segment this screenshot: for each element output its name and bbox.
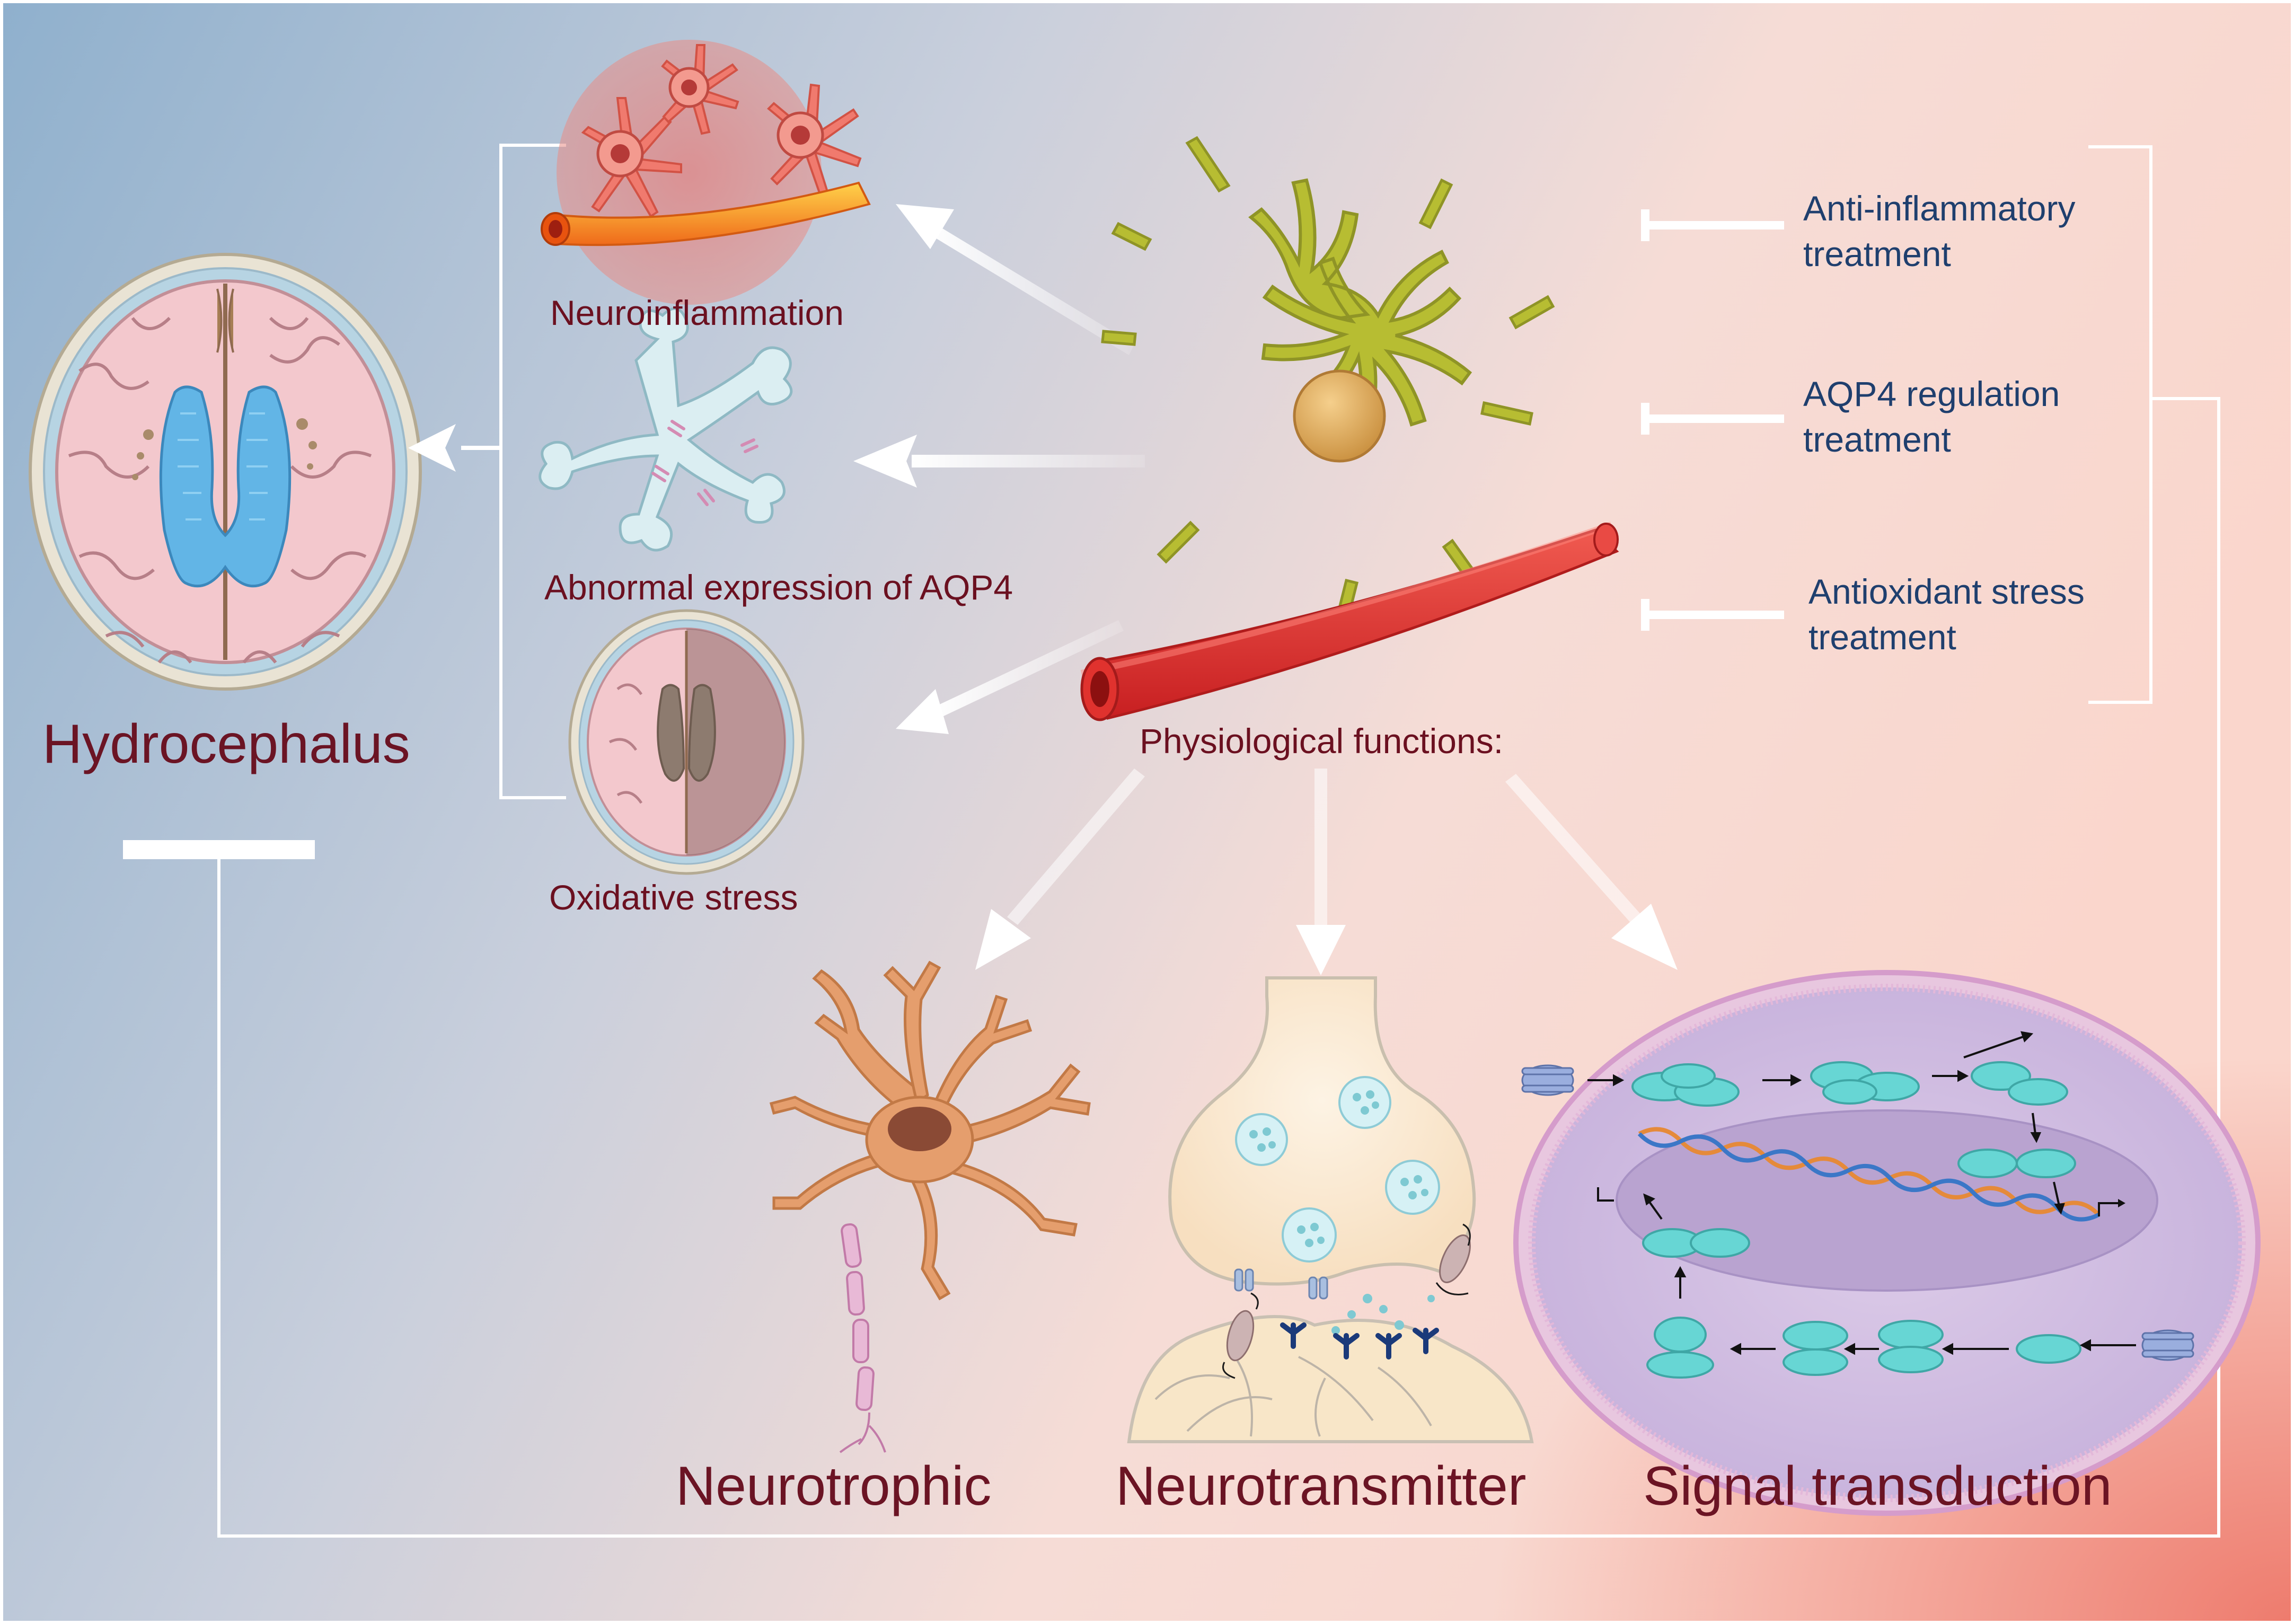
- antioxidant-stress-treatment-label: Antioxidant stress treatment: [1808, 569, 2085, 660]
- treatment-bracket: [2088, 145, 2152, 704]
- neurotransmitter-synapse-illustration: [1127, 976, 1534, 1443]
- neurotransmitter-label: Neurotransmitter: [1116, 1455, 1527, 1517]
- pathology-bracket: [408, 144, 566, 799]
- signal-transduction-cell-illustration: [1513, 970, 2261, 1516]
- neuroinflammation-illustration: [541, 40, 871, 305]
- pathology-arrows: [853, 204, 1145, 734]
- antioxidant-stress-line2: treatment: [1808, 617, 1956, 657]
- function-arrows: [975, 769, 1678, 975]
- aqp4-regulation-treatment-label: AQP4 regulation treatment: [1803, 371, 2060, 462]
- neuroinflammation-label: Neuroinflammation: [550, 293, 844, 332]
- anti-inflammatory-line1: Anti-inflammatory: [1803, 189, 2076, 228]
- aqp4-astrocyte-illustration: [539, 307, 793, 552]
- treatment-inhibitors: [1641, 209, 1784, 631]
- feedback-loop-line: [217, 397, 2220, 1538]
- physiological-functions-label: Physiological functions:: [1140, 721, 1504, 761]
- aqp4-abnormal-label: Abnormal expression of AQP4: [544, 568, 1013, 607]
- anti-inflammatory-line2: treatment: [1803, 234, 1951, 273]
- anti-inflammatory-treatment-label: Anti-inflammatory treatment: [1803, 186, 2075, 277]
- aqp4-regulation-line1: AQP4 regulation: [1803, 374, 2060, 413]
- oxidative-stress-label: Oxidative stress: [549, 878, 798, 917]
- antioxidant-stress-line1: Antioxidant stress: [1808, 572, 2085, 611]
- hydrocephalus-inhibition-bar: [123, 840, 315, 859]
- central-astrocyte-illustration: [1080, 136, 1619, 721]
- hydrocephalus-label: Hydrocephalus: [42, 713, 410, 775]
- signal-transduction-label: Signal transduction: [1643, 1455, 2112, 1517]
- neurotrophic-neuron-illustration: [769, 960, 1091, 1453]
- neurotrophic-label: Neurotrophic: [676, 1455, 992, 1517]
- aqp4-regulation-line2: treatment: [1803, 420, 1951, 459]
- oxidative-stress-brain-illustration: [568, 609, 805, 875]
- hydrocephalus-brain-illustration: [29, 253, 422, 691]
